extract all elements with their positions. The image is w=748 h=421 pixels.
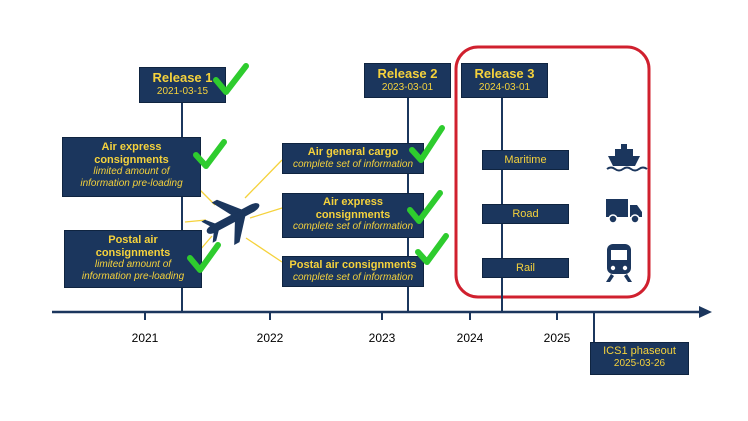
release3-box: Release 3 2024-03-01 (461, 63, 548, 98)
item-title: consignments (95, 246, 171, 259)
release3-item-maritime: Maritime (482, 150, 569, 170)
release3-highlight-frame (454, 45, 651, 299)
release2-date: 2023-03-01 (381, 81, 434, 93)
phaseout-date: 2025-03-26 (613, 357, 666, 369)
item-subtitle: limited amount of (94, 259, 172, 271)
release1-date: 2021-03-15 (156, 85, 209, 97)
release1-item-postal-air: Postal air consignments limited amount o… (64, 230, 202, 288)
year-label: 2024 (456, 331, 484, 345)
release2-item-postal-air: Postal air consignments complete set of … (282, 256, 424, 287)
item-subtitle: limited amount of (93, 166, 170, 178)
item-subtitle: information pre-loading (80, 177, 183, 189)
year-label: 2025 (543, 331, 571, 345)
release1-item-air-express: Air express consignments limited amount … (62, 137, 201, 197)
release3-item-road: Road (482, 204, 569, 224)
release1-box: Release 1 2021-03-15 (139, 67, 226, 103)
ship-icon (606, 144, 648, 172)
item-title: Postal air consignments (289, 259, 417, 271)
release3-title: Release 3 (474, 66, 535, 81)
item-title: Air express (101, 141, 162, 153)
item-title: consignments (315, 208, 391, 221)
phaseout-title: ICS1 phaseout (603, 345, 676, 357)
release2-box: Release 2 2023-03-01 (364, 63, 451, 98)
truck-icon (606, 199, 642, 224)
item-title: Postal air (108, 234, 158, 246)
release2-title: Release 2 (377, 66, 438, 81)
item-subtitle: information pre-loading (81, 270, 185, 282)
year-ticks (144, 312, 558, 320)
item-subtitle: complete set of information (292, 221, 414, 233)
item-subtitle: complete set of information (292, 158, 414, 170)
train-icon (606, 244, 632, 282)
item-title: consignments (94, 153, 169, 166)
year-label: 2022 (256, 331, 284, 345)
timeline-arrowhead (699, 306, 712, 318)
item-label: Road (512, 208, 539, 220)
release3-item-rail: Rail (482, 258, 569, 278)
release2-item-air-express: Air express consignments complete set of… (282, 193, 424, 238)
year-label: 2021 (131, 331, 159, 345)
item-label: Rail (516, 262, 535, 274)
item-title: Air general cargo (307, 146, 399, 158)
item-subtitle: complete set of information (292, 271, 414, 283)
release1-title: Release 1 (152, 70, 213, 85)
release2-item-air-general-cargo: Air general cargo complete set of inform… (282, 143, 424, 174)
item-label: Maritime (504, 154, 547, 166)
phaseout-box: ICS1 phaseout 2025-03-26 (590, 342, 689, 375)
release3-date: 2024-03-01 (478, 81, 531, 93)
airplane-icon (201, 199, 260, 245)
item-title: Air express (323, 196, 383, 208)
year-label: 2023 (368, 331, 396, 345)
